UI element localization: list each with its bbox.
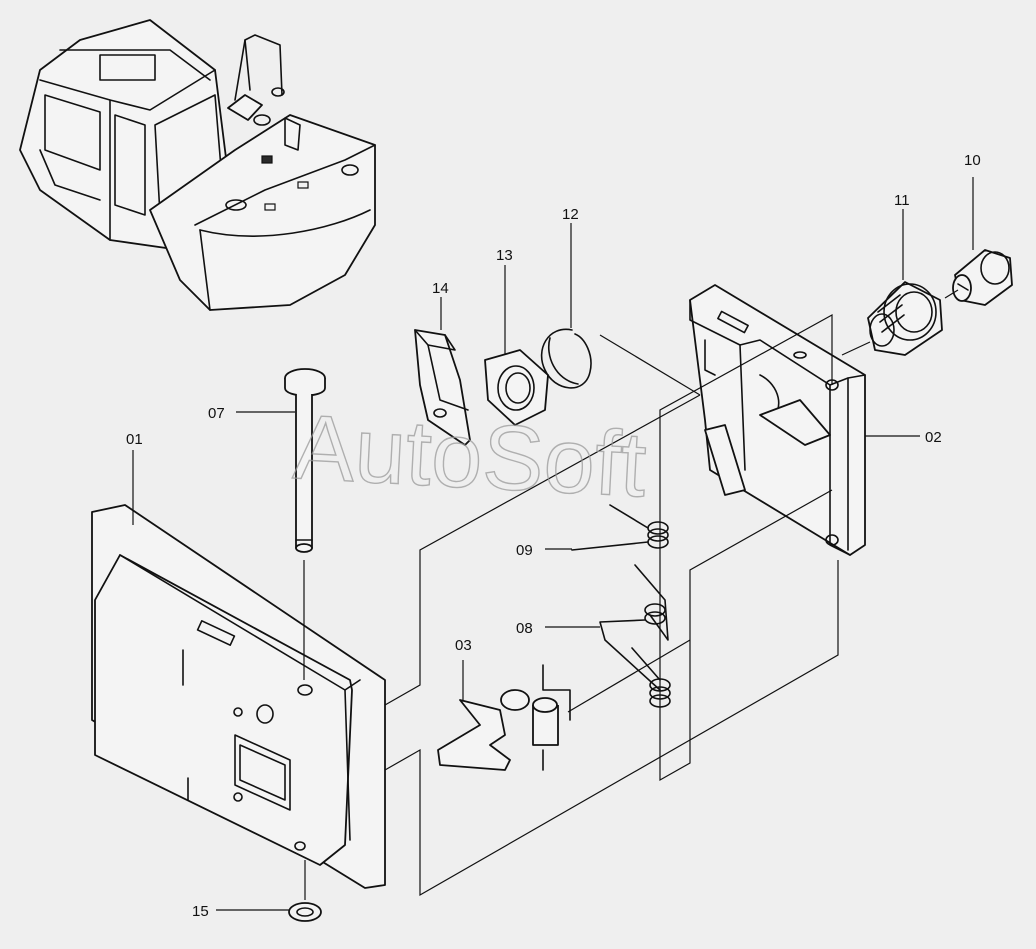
assembly-guide-lines bbox=[384, 289, 959, 897]
callout-01: 01 bbox=[126, 431, 143, 448]
callout-08: 08 bbox=[516, 620, 533, 637]
part-15-e-ring bbox=[288, 860, 322, 922]
callout-02: 02 bbox=[925, 429, 942, 446]
part-01-cover-panel bbox=[91, 504, 386, 889]
part-09-spring bbox=[571, 504, 669, 551]
part-11-bushing bbox=[867, 281, 943, 356]
excavator-overview bbox=[19, 19, 376, 311]
part-13-nut bbox=[484, 349, 549, 426]
watermark-text: AutoSoft bbox=[291, 396, 649, 516]
callout-11: 11 bbox=[894, 192, 910, 209]
part-03-latch bbox=[437, 664, 571, 771]
callout-leaders bbox=[132, 177, 974, 911]
callout-10: 10 bbox=[964, 152, 981, 169]
callout-15: 15 bbox=[192, 903, 209, 920]
callout-09: 09 bbox=[516, 542, 533, 559]
part-10-key-cylinder bbox=[952, 249, 1013, 306]
callout-03: 03 bbox=[455, 637, 472, 654]
callout-12: 12 bbox=[562, 206, 579, 223]
part-12-snap-ring bbox=[540, 328, 592, 389]
callout-07: 07 bbox=[208, 405, 225, 422]
part-07-pin bbox=[284, 368, 326, 680]
part-02-lock-bracket bbox=[689, 284, 866, 556]
callout-13: 13 bbox=[496, 247, 513, 264]
callout-labels: 01 02 03 07 08 09 10 11 12 13 14 15 bbox=[126, 152, 981, 920]
part-14-plate bbox=[414, 329, 471, 446]
callout-14: 14 bbox=[432, 280, 449, 297]
